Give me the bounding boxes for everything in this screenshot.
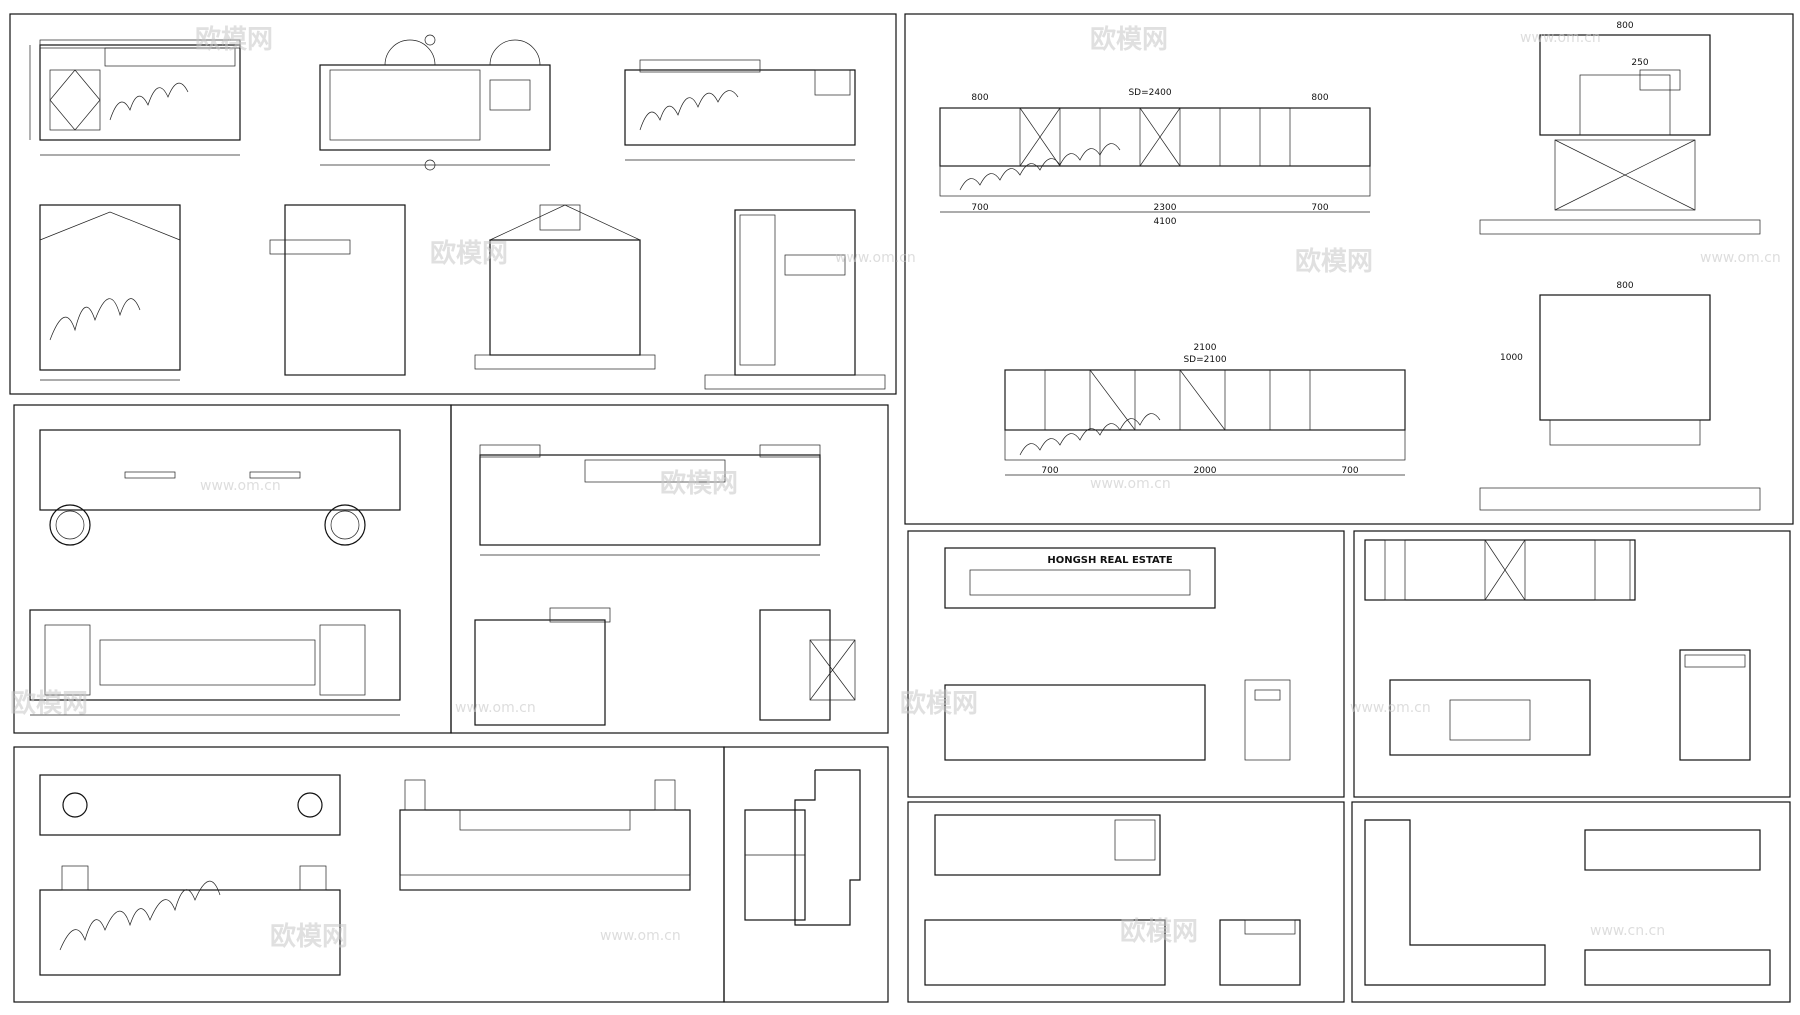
dim-800-b: 800: [1311, 93, 1328, 103]
section-b: [269, 204, 406, 376]
dim-800-c: 800: [1616, 21, 1633, 31]
elevation-c: [624, 59, 856, 161]
watermark-url-6: www.om.cn: [1090, 476, 1171, 492]
watermark-url-9: www.cn.cn: [1590, 923, 1665, 939]
panel-3-reception-desk: [29, 429, 401, 716]
dim-800-d: 800: [1616, 281, 1633, 291]
panel-5-desk-with-lamps: [39, 774, 691, 976]
panel-10-l-shaped-counter: [1364, 819, 1771, 986]
dim-700-b: 700: [1311, 203, 1328, 213]
watermark-brand-3: 欧模网: [430, 238, 508, 269]
panel-6-side-section: [744, 769, 861, 926]
sd-2100-label: SD=2100: [1183, 355, 1226, 365]
dim-250: 250: [1631, 58, 1648, 68]
panel-2-glass-counter: SD=2400 2300 4100 700 700 800 800 2100 S…: [939, 21, 1761, 511]
watermark-url-4: www.om.cn: [200, 478, 281, 494]
watermark-url-3: www.om.cn: [1700, 250, 1781, 266]
watermark-brand-6: 欧模网: [10, 688, 88, 719]
dim-2100: 2100: [1194, 343, 1217, 353]
watermark-brand-2: 欧模网: [1090, 24, 1168, 55]
glass-elevation-upper: SD=2400 2300 4100 700 700 800 800: [939, 88, 1371, 227]
watermark-brand-4: 欧模网: [1295, 246, 1373, 277]
watermark-url-1: www.om.cn: [835, 250, 916, 266]
dim-700-a: 700: [971, 203, 988, 213]
watermark-url-7: www.om.cn: [1350, 700, 1431, 716]
counter-section-upper: 800 250: [1479, 21, 1761, 235]
counter-section-lower: 800 1000: [1479, 281, 1761, 511]
watermark-brand-5: 欧模网: [660, 468, 738, 499]
section-c: [474, 204, 656, 370]
panel-7-logo-counter: HONGSH REAL ESTATE: [944, 547, 1291, 761]
section-a: [39, 204, 181, 381]
elevation-a: [29, 39, 241, 156]
elevation-b: [319, 34, 551, 171]
glass-elevation-lower: 2100 SD=2100 2000 700 700: [1004, 343, 1406, 476]
watermark-brand-1: 欧模网: [195, 24, 273, 55]
watermark-url-8: www.om.cn: [600, 928, 681, 944]
watermark-brand-9: 欧模网: [1120, 916, 1198, 947]
sd-2400-label: SD=2400: [1128, 88, 1171, 98]
dim-700-c: 700: [1041, 466, 1058, 476]
panel-borders: [9, 13, 1794, 1003]
watermark-brand-8: 欧模网: [270, 921, 348, 952]
watermark-url-5: www.om.cn: [455, 700, 536, 716]
section-d: [704, 209, 886, 390]
dim-4100: 4100: [1154, 217, 1177, 227]
dim-2000: 2000: [1194, 466, 1217, 476]
company-name-text: HONGSH REAL ESTATE: [1047, 555, 1172, 566]
watermarks: 欧模网 欧模网 欧模网 欧模网 欧模网 欧模网 欧模网 欧模网 欧模网 www.…: [10, 24, 1781, 952]
dim-800-a: 800: [971, 93, 988, 103]
watermark-url-2: www.om.cn: [1520, 30, 1601, 46]
panel-1-counter-elevations: [29, 34, 886, 390]
panel-4-desk-elevation: [474, 444, 856, 726]
dim-2300: 2300: [1154, 203, 1177, 213]
dim-700-d: 700: [1341, 466, 1358, 476]
watermark-brand-7: 欧模网: [900, 688, 978, 719]
panel-8-counter-plan: [1364, 539, 1751, 761]
dim-1000: 1000: [1500, 353, 1523, 363]
panel-9-terrazzo-counter: [924, 814, 1301, 986]
